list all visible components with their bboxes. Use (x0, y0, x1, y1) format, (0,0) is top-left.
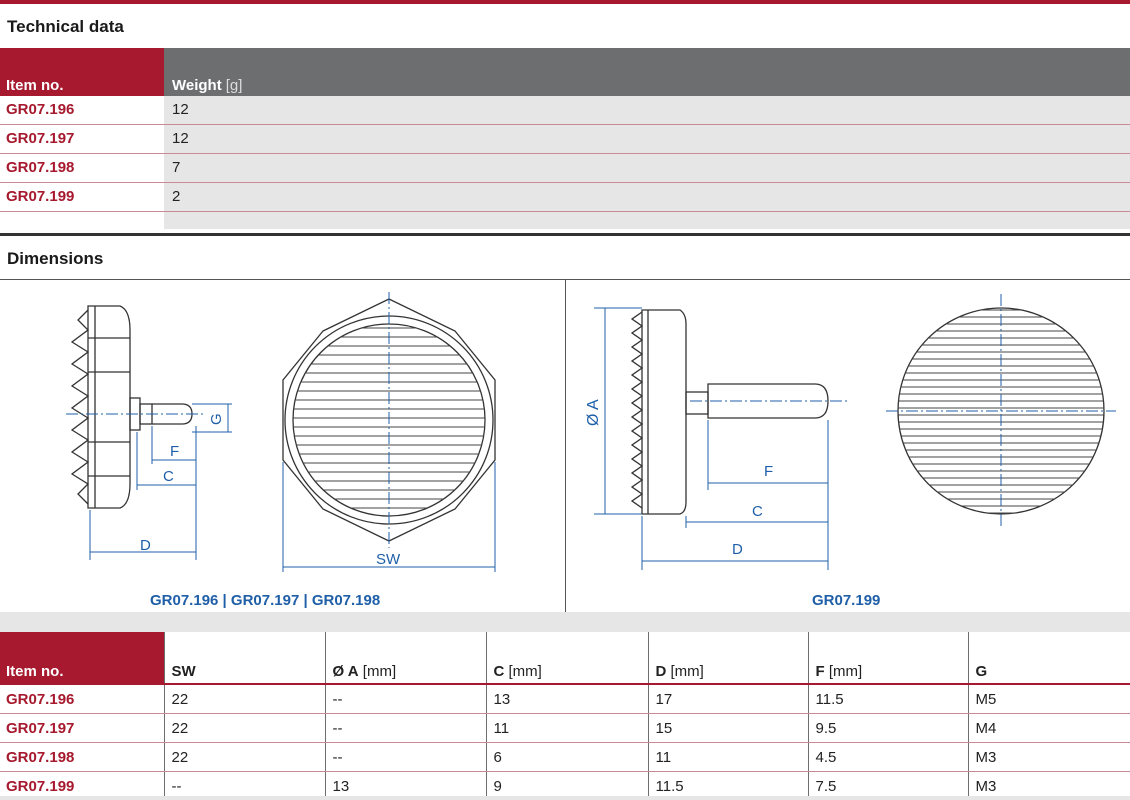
weight-value: 12 (164, 96, 1130, 124)
header-item-no: Item no. (0, 48, 164, 96)
dimension-drawings: D C F G SW Ø A F C D (66, 292, 1116, 572)
cell-g: M3 (967, 742, 1130, 772)
label-d: D (140, 537, 151, 554)
cell-d: 11 (647, 742, 808, 772)
top-accent-line (0, 0, 1130, 4)
header-a: Ø A [mm] (324, 632, 486, 684)
cell-d: 15 (647, 713, 808, 743)
cell-a: -- (324, 713, 486, 743)
cell-g: M5 (967, 684, 1130, 714)
drawing-divider (565, 280, 566, 612)
caption-right: GR07.199 (812, 592, 881, 609)
cell-a: 13 (324, 771, 486, 800)
cell-f: 4.5 (807, 742, 968, 772)
table-row: GR07.198 22 -- 6 11 4.5 M3 (0, 742, 1130, 772)
item-number: GR07.198 (0, 154, 164, 182)
cell-c: 13 (485, 684, 648, 714)
cell-sw: 22 (163, 742, 325, 772)
separator-bar (0, 612, 1130, 632)
item-number: GR07.199 (0, 771, 164, 800)
technical-table-header: Item no. Weight [g] (0, 48, 1130, 96)
cell-f: 7.5 (807, 771, 968, 800)
cell-g: M4 (967, 713, 1130, 743)
table-row: GR07.199 2 (0, 183, 1130, 212)
label-g: G (208, 413, 225, 425)
label-f: F (170, 443, 179, 460)
header-d: D [mm] (647, 632, 808, 684)
cell-a: -- (324, 684, 486, 714)
dimensions-header-row: Item no. SW Ø A [mm] C [mm] D [mm] F [mm… (0, 632, 1130, 684)
label-c: C (163, 468, 174, 485)
cell-c: 11 (485, 713, 648, 743)
item-number: GR07.196 (0, 96, 164, 124)
dimensions-table: Item no. SW Ø A [mm] C [mm] D [mm] F [mm… (0, 632, 1130, 800)
weight-value: 12 (164, 125, 1130, 153)
label-c-right: C (752, 503, 763, 520)
cell-c: 6 (485, 742, 648, 772)
cell-d: 17 (647, 684, 808, 714)
table-row: GR07.196 12 (0, 96, 1130, 125)
table-row: GR07.196 22 -- 13 17 11.5 M5 (0, 684, 1130, 714)
item-number: GR07.197 (0, 125, 164, 153)
item-number: GR07.198 (0, 742, 164, 772)
table-row: GR07.197 22 -- 11 15 9.5 M4 (0, 713, 1130, 743)
table-row: GR07.198 7 (0, 154, 1130, 183)
label-f-right: F (764, 463, 773, 480)
left-front-dimensions (282, 292, 496, 572)
weight-value: 7 (164, 154, 1130, 182)
dimensions-title: Dimensions (7, 249, 104, 268)
table-row: GR07.197 12 (0, 125, 1130, 154)
caption-left: GR07.196 | GR07.197 | GR07.198 (150, 592, 381, 609)
technical-data-title: Technical data (7, 17, 124, 36)
left-side-dimensions (66, 403, 232, 560)
cell-f: 11.5 (807, 684, 968, 714)
header-sw: SW (163, 632, 325, 684)
item-number: GR07.199 (0, 183, 164, 211)
header-weight-label: Weight (172, 77, 222, 94)
technical-data-table: Item no. Weight [g] GR07.196 12 GR07.197… (0, 48, 1130, 229)
label-a: Ø A (585, 399, 602, 426)
section-divider (0, 233, 1130, 236)
table-padding-row (0, 212, 1130, 229)
cell-sw: 22 (163, 684, 325, 714)
cell-f: 9.5 (807, 713, 968, 743)
item-number: GR07.197 (0, 713, 164, 743)
cell-sw: -- (163, 771, 325, 800)
right-front-dimensions (886, 294, 1116, 528)
label-d-right: D (732, 541, 743, 558)
bottom-bar (0, 796, 1130, 800)
cell-a: -- (324, 742, 486, 772)
cell-sw: 22 (163, 713, 325, 743)
header-c: C [mm] (485, 632, 648, 684)
label-sw: SW (376, 551, 401, 568)
left-side-view (70, 305, 193, 509)
header-weight: Weight [g] (164, 48, 1130, 96)
drawing-top-border (0, 279, 1130, 280)
item-number: GR07.196 (0, 684, 164, 714)
right-side-view (630, 309, 829, 515)
weight-value: 2 (164, 183, 1130, 211)
header-g: G (967, 632, 1130, 684)
header-f: F [mm] (807, 632, 968, 684)
header-item-no: Item no. (0, 632, 164, 684)
right-side-dimensions (594, 307, 850, 570)
header-weight-unit: [g] (225, 77, 243, 94)
